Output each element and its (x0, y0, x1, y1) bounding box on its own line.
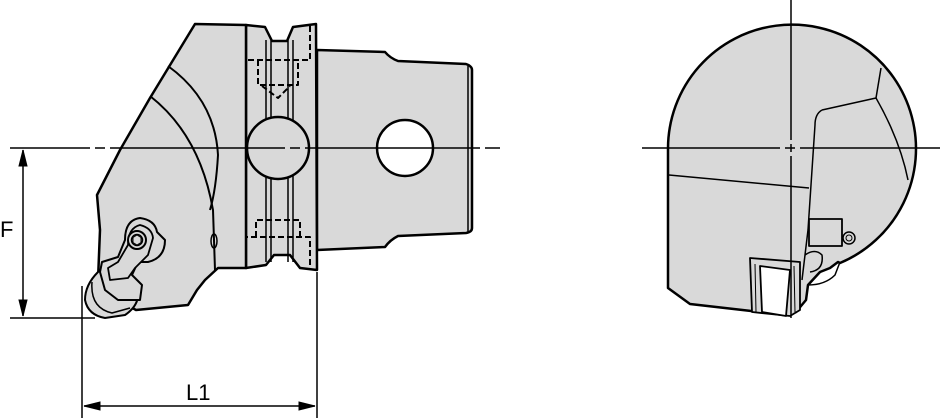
dimension-f-label: F (0, 217, 14, 242)
side-view (84, 22, 474, 319)
end-view (666, 23, 918, 317)
dimension-l1 (81, 272, 318, 418)
end-clamp (808, 218, 843, 247)
dimension-l1-label: L1 (186, 380, 211, 405)
end-centerlines (642, 0, 940, 318)
dimension-f (10, 149, 95, 319)
